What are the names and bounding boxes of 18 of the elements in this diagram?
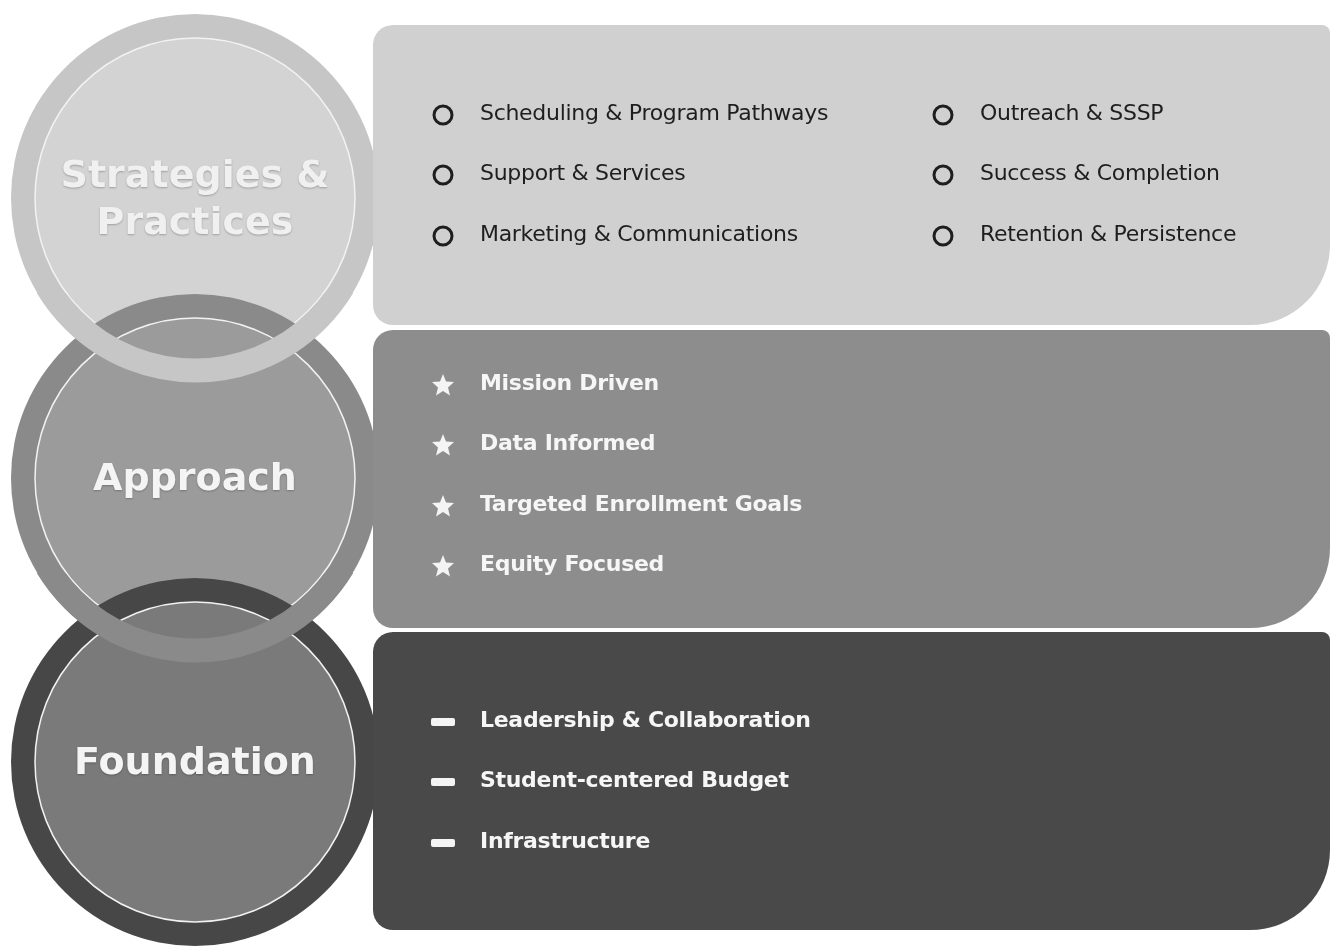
circle-title: Foundation xyxy=(73,738,317,786)
list-item: Retention & Persistence xyxy=(980,221,1237,246)
panel xyxy=(373,330,1330,628)
list-item: Data Informed xyxy=(480,430,656,455)
list-item: Student-centered Budget xyxy=(480,767,789,792)
list-item: Targeted Enrollment Goals xyxy=(480,491,802,516)
list-item: Success & Completion xyxy=(980,160,1220,185)
list-item: Mission Driven xyxy=(480,370,659,395)
list-item: Equity Focused xyxy=(480,551,664,576)
list-item: Marketing & Communications xyxy=(480,221,798,246)
list-item: Leadership & Collaboration xyxy=(480,707,811,732)
list-item: Infrastructure xyxy=(480,828,651,853)
list-item: Scheduling & Program Pathways xyxy=(480,100,829,125)
circle-title: Approach xyxy=(92,454,298,502)
panel xyxy=(373,632,1330,930)
panel xyxy=(373,25,1330,325)
list-item: Support & Services xyxy=(480,160,686,185)
list-item: Outreach & SSSP xyxy=(980,100,1164,125)
